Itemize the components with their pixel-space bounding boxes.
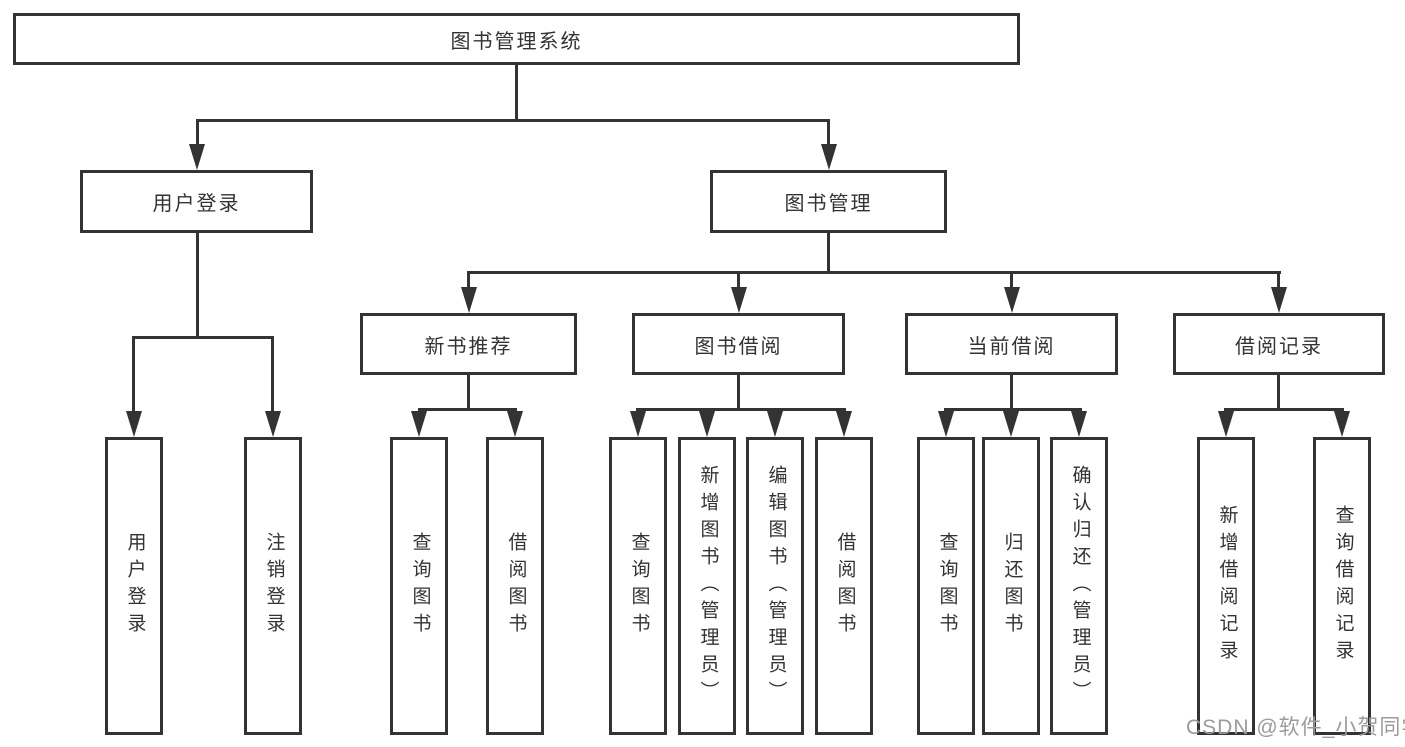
- connector-drop-borrow-records: [1277, 271, 1280, 289]
- leaf-query-borrow-record: 查询借阅记录: [1313, 437, 1371, 735]
- arrowhead-query-borrow-record: [1334, 411, 1350, 437]
- leaf-logout-login: 注销登录: [244, 437, 302, 735]
- connector-drop-current-borrow: [1010, 271, 1013, 289]
- leaf-borrow-books-1-label: 借阅图书: [505, 532, 527, 640]
- leaf-user-login: 用户登录: [105, 437, 163, 735]
- arrowhead-return-books: [1003, 411, 1019, 437]
- connector-drop-new-book: [467, 271, 470, 289]
- leaf-add-book-admin: 新增图书（管理员）: [678, 437, 736, 735]
- leaf-confirm-return-admin: 确认归还（管理员）: [1050, 437, 1108, 735]
- arrowhead-leaf-user-login: [126, 411, 142, 437]
- connector-drop-book-borrow: [737, 271, 740, 289]
- leaf-query-books-1: 查询图书: [390, 437, 448, 735]
- connector-book-management-rail: [467, 271, 1281, 274]
- arrowhead-new-book: [461, 287, 477, 313]
- leaf-query-books-3: 查询图书: [917, 437, 975, 735]
- section-borrow-records: 借阅记录: [1173, 313, 1385, 375]
- leaf-query-books-2-label: 查询图书: [628, 532, 650, 640]
- section-book-borrow: 图书借阅: [632, 313, 845, 375]
- arrowhead-query-books-1: [411, 411, 427, 437]
- arrowhead-leaf-logout: [265, 411, 281, 437]
- leaf-query-borrow-record-label: 查询借阅记录: [1332, 505, 1354, 667]
- connector-new-book-rail: [418, 408, 517, 411]
- arrowhead-query-books-2: [630, 411, 646, 437]
- node-root-label: 图书管理系统: [450, 30, 583, 53]
- leaf-add-book-admin-label: 新增图书（管理员）: [697, 464, 719, 708]
- section-book-borrow-label: 图书借阅: [694, 335, 783, 358]
- section-current-borrow: 当前借阅: [905, 313, 1118, 375]
- section-new-book-recommend: 新书推荐: [360, 313, 577, 375]
- connector-current-borrow-rail: [944, 408, 1082, 411]
- section-new-book-recommend-label: 新书推荐: [424, 335, 513, 358]
- arrowhead-add-book: [699, 411, 715, 437]
- connector-drop-book-management: [827, 119, 830, 147]
- arrowhead-borrow-books-2: [836, 411, 852, 437]
- branch-book-management-label: 图书管理: [784, 193, 873, 215]
- leaf-return-books: 归还图书: [982, 437, 1040, 735]
- connector-book-borrow-rail: [636, 408, 846, 411]
- arrowhead-add-borrow-record: [1218, 411, 1234, 437]
- connector-book-management-stub: [827, 233, 830, 274]
- leaf-add-borrow-record: 新增借阅记录: [1197, 437, 1255, 735]
- arrowhead-confirm-return: [1071, 411, 1087, 437]
- connector-book-borrow-stub: [737, 375, 740, 411]
- connector-root-stub: [515, 65, 518, 122]
- leaf-borrow-books-2-label: 借阅图书: [834, 532, 856, 640]
- leaf-edit-book-admin: 编辑图书（管理员）: [746, 437, 804, 735]
- branch-user-login: 用户登录: [80, 170, 313, 233]
- leaf-logout-login-label: 注销登录: [263, 532, 285, 640]
- leaf-add-borrow-record-label: 新增借阅记录: [1216, 505, 1238, 667]
- section-borrow-records-label: 借阅记录: [1235, 335, 1323, 358]
- arrowhead-user-login: [189, 144, 205, 170]
- arrowhead-borrow-records: [1271, 287, 1287, 313]
- leaf-user-login-label: 用户登录: [124, 532, 146, 640]
- connector-borrow-records-rail: [1224, 408, 1344, 411]
- arrowhead-book-borrow: [731, 287, 747, 313]
- leaf-query-books-3-label: 查询图书: [936, 532, 958, 640]
- connector-user-login-stub: [196, 233, 199, 339]
- arrowhead-edit-book: [767, 411, 783, 437]
- arrowhead-query-books-3: [938, 411, 954, 437]
- connector-current-borrow-stub: [1010, 375, 1013, 411]
- section-current-borrow-label: 当前借阅: [967, 335, 1056, 358]
- branch-user-login-label: 用户登录: [152, 193, 241, 215]
- connector-borrow-records-stub: [1277, 375, 1280, 411]
- csdn-watermark: CSDN @软件_小贺同学: [1186, 716, 1405, 739]
- leaf-borrow-books-2: 借阅图书: [815, 437, 873, 735]
- arrowhead-borrow-books-1: [507, 411, 523, 437]
- leaf-borrow-books-1: 借阅图书: [486, 437, 544, 735]
- branch-book-management: 图书管理: [710, 170, 947, 233]
- connector-root-rail: [196, 119, 830, 122]
- connector-drop-leaf-logout: [271, 336, 274, 414]
- arrowhead-book-management: [821, 144, 837, 170]
- connector-drop-leaf-user-login: [132, 336, 135, 414]
- leaf-confirm-return-admin-label: 确认归还（管理员）: [1069, 464, 1091, 708]
- node-root: 图书管理系统: [13, 13, 1020, 65]
- connector-user-login-rail: [132, 336, 274, 339]
- arrowhead-current-borrow: [1004, 287, 1020, 313]
- leaf-return-books-label: 归还图书: [1001, 532, 1023, 640]
- connector-new-book-stub: [467, 375, 470, 411]
- leaf-query-books-1-label: 查询图书: [409, 532, 431, 640]
- connector-drop-user-login: [196, 119, 199, 147]
- leaf-edit-book-admin-label: 编辑图书（管理员）: [765, 464, 787, 708]
- leaf-query-books-2: 查询图书: [609, 437, 667, 735]
